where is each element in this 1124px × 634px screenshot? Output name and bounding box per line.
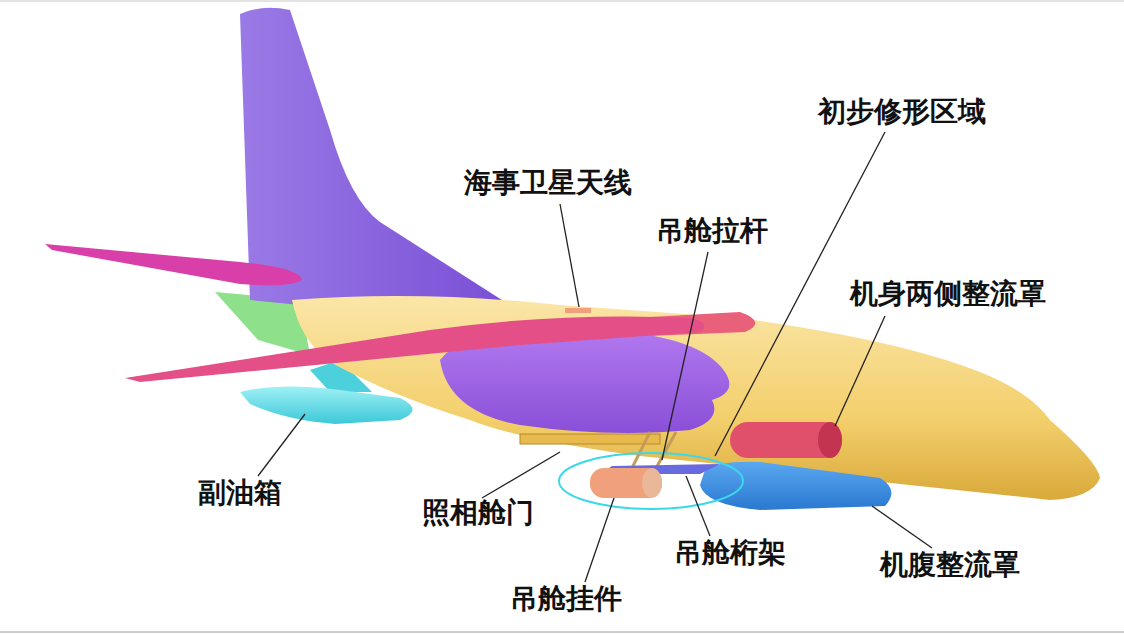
part-label: 海事卫星天线 <box>464 167 632 199</box>
part-label: 吊舱拉杆 <box>656 215 768 247</box>
part-label: 照相舱门 <box>422 497 534 529</box>
part-label: 初步修形区域 <box>818 96 986 128</box>
part-label: 吊舱挂件 <box>510 583 622 615</box>
part-label: 机腹整流罩 <box>880 549 1020 581</box>
part-label: 机身两侧整流罩 <box>850 278 1046 310</box>
part-label: 吊舱桁架 <box>674 537 786 569</box>
part-label: 副油箱 <box>198 477 282 509</box>
